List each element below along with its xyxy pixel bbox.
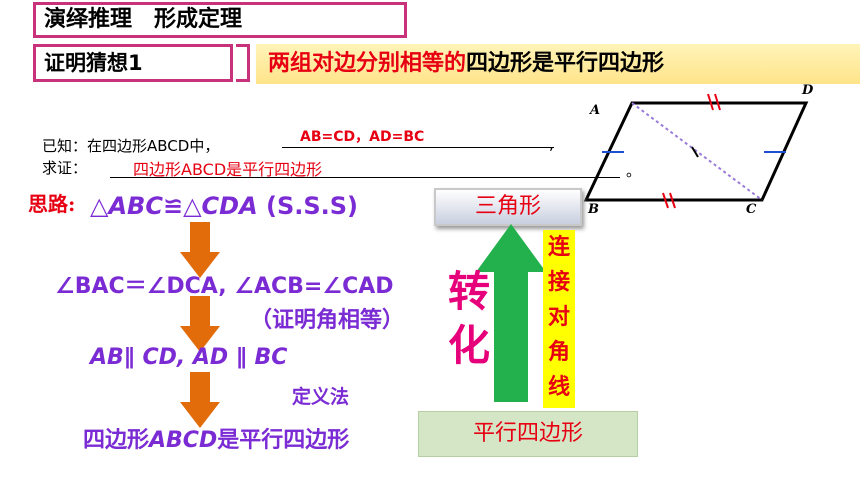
vertex-d: D <box>801 83 814 98</box>
step4-a: 四边形 <box>83 428 150 453</box>
title-part1: 演绎推理 <box>44 7 133 32</box>
transform-label: 转化 <box>447 267 490 370</box>
down-arrow-1 <box>180 222 220 278</box>
step-angles: ∠BAC＝∠DCA, ∠ACB=∠CAD <box>55 274 394 299</box>
step1-d: CDA <box>201 192 258 220</box>
prove-underline <box>110 177 620 178</box>
step1-a: △ <box>90 192 109 220</box>
banner-red-text: 两组对边分别相等的 <box>268 51 467 76</box>
tick-ad-1 <box>707 93 714 111</box>
banner-dark-text: 四边形是平行四边形 <box>466 51 665 76</box>
tick-ad-2 <box>714 93 721 111</box>
step-parallel: AB∥ CD, AD ∥ BC <box>90 345 288 370</box>
given-underline <box>282 147 554 148</box>
given-suffix: , <box>549 135 554 153</box>
parallelogram-figure: A D B C <box>583 83 814 215</box>
up-arrow-green <box>476 224 546 402</box>
reasoning-label: 思路: <box>28 192 76 216</box>
triangle-box: 三角形 <box>434 188 582 226</box>
down-arrow-2 <box>180 296 220 352</box>
prove-prefix: 求证： <box>42 159 88 177</box>
step4-b: ABCD <box>149 428 218 453</box>
step-congruence: △ABC≌△CDA (S.S.S) <box>90 192 358 220</box>
connect-char-2: 接 <box>547 270 570 295</box>
tick-bc-2 <box>669 192 676 209</box>
parallelogram-box: 平行四边形 <box>418 411 638 457</box>
connect-char-4: 角 <box>547 340 570 365</box>
given-prefix: 已知：在四边形ABCD中， <box>42 137 220 155</box>
step4-c: 是平行四边形 <box>217 428 350 453</box>
step1-c: ≌△ <box>162 192 202 220</box>
given-answer: AB=CD，AD=BC <box>300 129 425 145</box>
vertex-c: C <box>746 202 757 215</box>
lesson-title: 演绎推理形成定理 <box>33 2 407 38</box>
prove-suffix: 。 <box>626 162 642 180</box>
down-arrow-3 <box>180 372 220 428</box>
step-parallel-note: 定义法 <box>292 386 350 408</box>
prove-answer: 四边形ABCD是平行四边形 <box>133 160 323 179</box>
step-angles-note: （证明角相等） <box>250 308 405 333</box>
theorem-banner: 两组对边分别相等的四边形是平行四边形 <box>256 44 860 84</box>
diagonal-ac <box>631 102 763 201</box>
vertex-b: B <box>587 202 599 215</box>
conjecture-label: 证明猜想1 <box>33 44 233 82</box>
title-part2: 形成定理 <box>154 7 243 32</box>
connect-char-1: 连 <box>547 235 570 260</box>
step1-e: (S.S.S) <box>257 192 359 220</box>
connect-diagonal-label: 连接对角线 <box>543 230 575 408</box>
connect-char-5: 线 <box>547 375 570 400</box>
step-conclusion: 四边形ABCD是平行四边形 <box>83 422 349 454</box>
tick-diagonal <box>691 146 699 158</box>
connect-char-3: 对 <box>547 305 570 330</box>
vertex-a: A <box>588 103 600 118</box>
step1-b: ABC <box>108 192 163 220</box>
tick-bc-1 <box>662 192 669 209</box>
conjecture-box-tail <box>236 44 250 82</box>
